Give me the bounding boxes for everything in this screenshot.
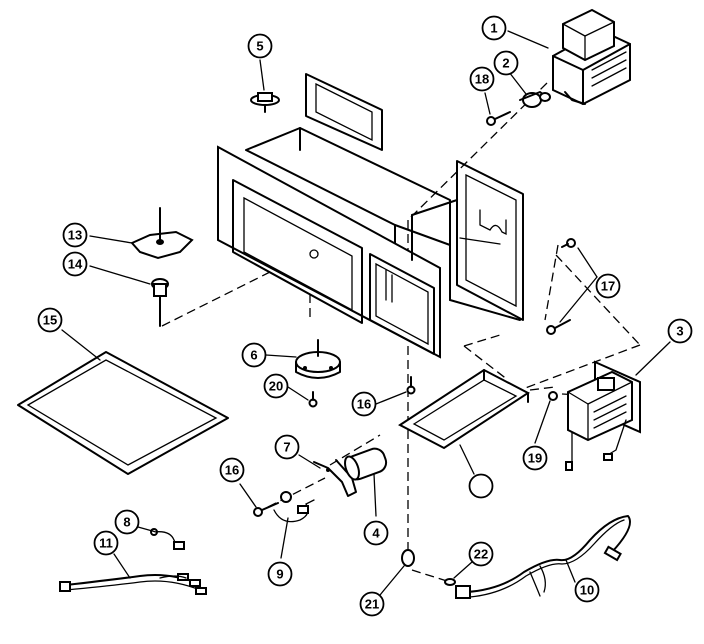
part-grommet <box>401 549 415 567</box>
part-hv-transformer <box>565 360 641 471</box>
callout-19: 19 <box>522 445 548 471</box>
cabinet-cavity <box>217 73 524 359</box>
callout-17: 17 <box>595 273 621 299</box>
svg-text:1: 1 <box>490 21 497 36</box>
screws <box>253 238 576 517</box>
callout-12 <box>468 473 494 499</box>
svg-text:5: 5 <box>256 39 263 54</box>
part-capacitor <box>313 447 388 497</box>
svg-text:7: 7 <box>283 440 290 455</box>
part-turntable-coupler <box>130 207 194 260</box>
svg-text:4: 4 <box>372 526 380 541</box>
part-thermal-cutout <box>519 91 551 108</box>
part-glass-tray <box>17 351 229 475</box>
part-wire-harness <box>59 528 207 595</box>
callout-2: 2 <box>493 50 519 76</box>
callout-1: 1 <box>481 15 507 41</box>
leader-lines <box>61 30 671 596</box>
callout-13: 13 <box>62 222 88 248</box>
svg-text:6: 6 <box>250 348 257 363</box>
callout-15: 15 <box>37 307 63 333</box>
callout-20: 20 <box>263 373 289 399</box>
svg-text:21: 21 <box>365 597 379 612</box>
callout-18a: 18 <box>469 66 495 92</box>
svg-text:22: 22 <box>474 547 488 562</box>
callout-3: 3 <box>667 318 693 344</box>
part-base-plate <box>398 368 530 450</box>
callout-14: 14 <box>62 251 88 277</box>
part-motor-coupler <box>151 278 169 327</box>
part-transformer <box>552 8 631 106</box>
part-turntable-motor <box>295 339 341 379</box>
callout-10: 10 <box>574 577 600 603</box>
callout-6: 6 <box>241 342 267 368</box>
callout-7: 7 <box>274 434 300 460</box>
callout-9: 9 <box>267 561 293 587</box>
svg-text:13: 13 <box>68 228 82 243</box>
svg-text:2: 2 <box>502 56 509 71</box>
part-ring <box>444 578 456 586</box>
svg-text:16: 16 <box>225 463 239 478</box>
svg-text:19: 19 <box>528 451 542 466</box>
callout-16a: 16 <box>351 391 377 417</box>
svg-text:17: 17 <box>601 279 615 294</box>
svg-text:16: 16 <box>357 397 371 412</box>
part-diode <box>273 491 315 523</box>
callout-5: 5 <box>247 33 273 59</box>
part-thermal-fuse <box>250 92 280 113</box>
svg-text:3: 3 <box>676 324 683 339</box>
svg-text:11: 11 <box>99 536 113 551</box>
part-power-cord <box>455 515 631 599</box>
svg-text:9: 9 <box>276 567 283 582</box>
callout-4: 4 <box>363 520 389 546</box>
callout-16b: 16 <box>219 457 245 483</box>
callout-11: 11 <box>93 530 119 556</box>
svg-text:15: 15 <box>43 313 57 328</box>
svg-text:10: 10 <box>580 583 594 598</box>
callout-8: 8 <box>114 509 140 535</box>
svg-text:8: 8 <box>123 515 130 530</box>
svg-text:20: 20 <box>269 379 283 394</box>
svg-text:14: 14 <box>68 257 83 272</box>
screw-18 <box>486 111 511 126</box>
svg-text:18: 18 <box>475 72 489 87</box>
callout-22: 22 <box>468 541 494 567</box>
callout-21: 21 <box>359 591 385 617</box>
